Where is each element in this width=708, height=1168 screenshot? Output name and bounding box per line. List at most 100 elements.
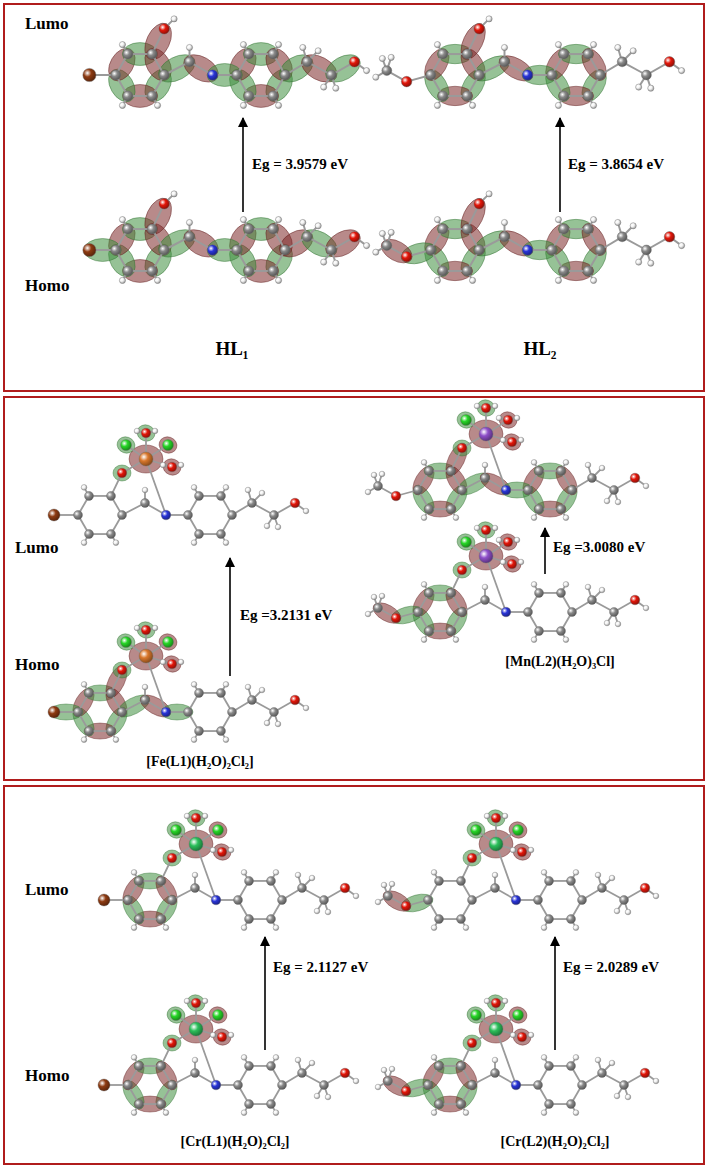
atom — [535, 627, 544, 636]
atom — [123, 224, 133, 234]
atom — [161, 510, 171, 520]
atom — [349, 57, 360, 68]
atom — [234, 1081, 243, 1090]
atom — [522, 70, 533, 81]
atom — [567, 1100, 576, 1109]
atom — [195, 727, 204, 736]
atom — [514, 537, 520, 543]
orbital-lobe — [207, 1004, 229, 1025]
atom — [273, 1110, 279, 1116]
atom — [213, 1010, 224, 1021]
atom — [300, 44, 306, 50]
atom — [159, 70, 169, 80]
atom — [121, 440, 132, 451]
orbital-lobe — [377, 234, 416, 267]
atom — [513, 825, 524, 836]
atom — [139, 649, 153, 663]
atom — [375, 899, 381, 905]
atom — [545, 1100, 554, 1109]
atom — [131, 1055, 137, 1061]
atom — [74, 511, 83, 520]
atom — [326, 245, 336, 255]
orbital-lobe — [211, 1026, 233, 1047]
orbital-lobes — [113, 422, 183, 481]
atom — [309, 875, 315, 881]
atom — [375, 1084, 381, 1090]
bond — [496, 844, 516, 900]
atom — [315, 48, 321, 54]
orbital-lobe — [152, 873, 182, 909]
orbital-lobe — [207, 239, 242, 262]
atom — [438, 49, 448, 59]
orbital-lobe — [552, 463, 582, 499]
atom — [479, 427, 493, 441]
molecule-model — [83, 191, 370, 284]
orbital-lobe — [161, 704, 193, 720]
atom — [245, 915, 254, 924]
atom — [458, 608, 467, 617]
figure-panel: LumoEg = 3.9579 eVEg = 3.8654 eVHomoHL₁H… — [3, 3, 705, 392]
atom — [590, 217, 596, 223]
atom — [74, 708, 83, 717]
atom — [462, 266, 472, 276]
orbital-lobes — [409, 397, 582, 517]
atom — [267, 915, 276, 924]
atom — [481, 474, 490, 483]
atom — [107, 727, 116, 736]
atom — [163, 925, 169, 931]
atom — [545, 915, 554, 924]
atom — [298, 1069, 307, 1078]
atom — [210, 847, 216, 853]
atom — [167, 462, 177, 472]
atom — [567, 876, 576, 885]
atom — [425, 588, 434, 597]
atom — [431, 1055, 437, 1061]
atom — [496, 537, 502, 543]
atom — [491, 813, 501, 823]
atom — [595, 1057, 601, 1063]
atom — [365, 611, 371, 617]
orbital-lobe — [49, 704, 83, 720]
orbital-lobes — [420, 20, 612, 106]
atom — [474, 24, 485, 35]
atom — [604, 498, 610, 504]
atom — [474, 525, 480, 531]
atom — [135, 1100, 144, 1109]
atom — [461, 537, 472, 548]
atom — [630, 595, 640, 605]
atom — [434, 42, 440, 48]
atom — [636, 84, 642, 90]
atom — [192, 872, 198, 878]
atom — [228, 1032, 234, 1038]
atom — [492, 525, 498, 531]
atom — [588, 474, 597, 483]
atom — [364, 243, 370, 249]
atom — [81, 540, 87, 546]
atom — [557, 466, 566, 475]
atom — [573, 1055, 579, 1061]
atom — [474, 403, 480, 409]
orbital-lobe — [152, 1058, 182, 1094]
atom — [320, 1081, 329, 1090]
orbital-lobe — [456, 195, 490, 239]
atom — [401, 1086, 411, 1096]
atom — [426, 245, 436, 255]
atom — [244, 224, 254, 234]
atom — [195, 491, 204, 500]
atom — [85, 530, 94, 539]
atom — [435, 1100, 444, 1109]
atom — [320, 896, 329, 905]
atom — [583, 266, 593, 276]
atom — [535, 466, 544, 475]
atom — [248, 499, 257, 508]
atom — [185, 57, 195, 67]
bond — [146, 656, 166, 712]
atom — [547, 70, 557, 80]
atom — [168, 896, 177, 905]
atom — [191, 1069, 200, 1078]
atom — [431, 1110, 437, 1116]
atom — [517, 1032, 527, 1042]
atom — [85, 727, 94, 736]
atom — [228, 847, 234, 853]
